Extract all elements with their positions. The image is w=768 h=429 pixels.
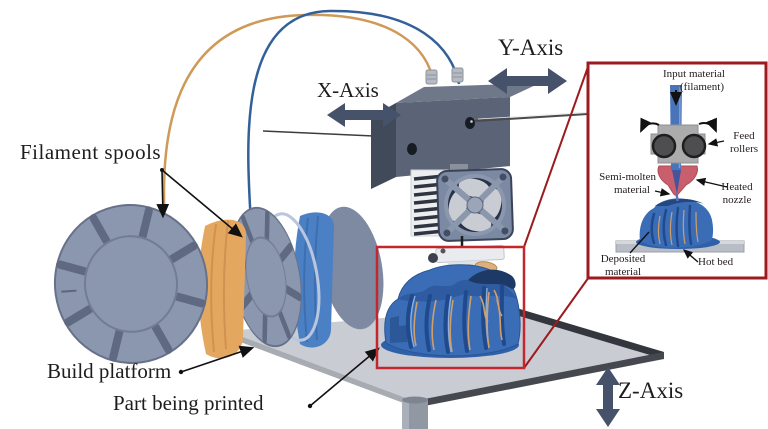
build-platform-arrow [180,345,255,373]
annotation-arrows [156,169,380,407]
filament-spools-graphic [53,203,384,365]
cooling-fan [436,168,514,242]
print-head [262,67,605,189]
input-material-label: Input material (filament) [662,68,725,93]
rotation-arrow-right-icon [698,117,717,133]
tube-fitting-left [425,69,438,85]
deposited-material-label: Deposited material [600,253,646,278]
orange-filament-roll [198,219,246,359]
rotation-arrow-left-icon [640,117,660,133]
semi-molten-material-label: Semi-molten material [599,171,656,196]
inset-extruder-detail [615,85,745,263]
orange-filament-tube [162,13,436,241]
printed-part [381,264,521,358]
feed-rollers-label: Feed rollers [729,130,759,155]
inset-annotation-arrows [629,138,728,263]
part-highlight-box [375,245,526,370]
z-axis-arrow-icon [596,367,620,427]
inset-deposited-part [636,198,720,249]
x-axis-arrow-icon [327,103,401,127]
filament-spools-label: Filament spools [20,140,162,164]
hot-bed-label: Hot bed [698,256,734,268]
feed-rollers-graphic [640,117,717,164]
blue-filament-tube [247,9,461,225]
spool1-front-flange [53,203,209,365]
part-being-printed-arrow [309,347,380,407]
z-axis-label: Z-Axis [618,378,684,403]
filament-spools-arrow-1 [156,169,170,219]
axis-arrows [327,68,620,427]
y-axis-arrow-icon [488,68,567,94]
x-axis-rod-right [474,112,605,122]
heated-nozzle-label: Heated nozzle [721,181,753,206]
tube-fitting-right [451,67,464,83]
filament-tubes [162,9,461,241]
filament-spools-arrow-2 [161,169,243,238]
part-being-printed-label: Part being printed [113,391,264,415]
build-platform-label: Build platform [47,359,172,383]
y-axis-label: Y-Axis [498,35,564,60]
x-axis-label: X-Axis [317,78,379,102]
